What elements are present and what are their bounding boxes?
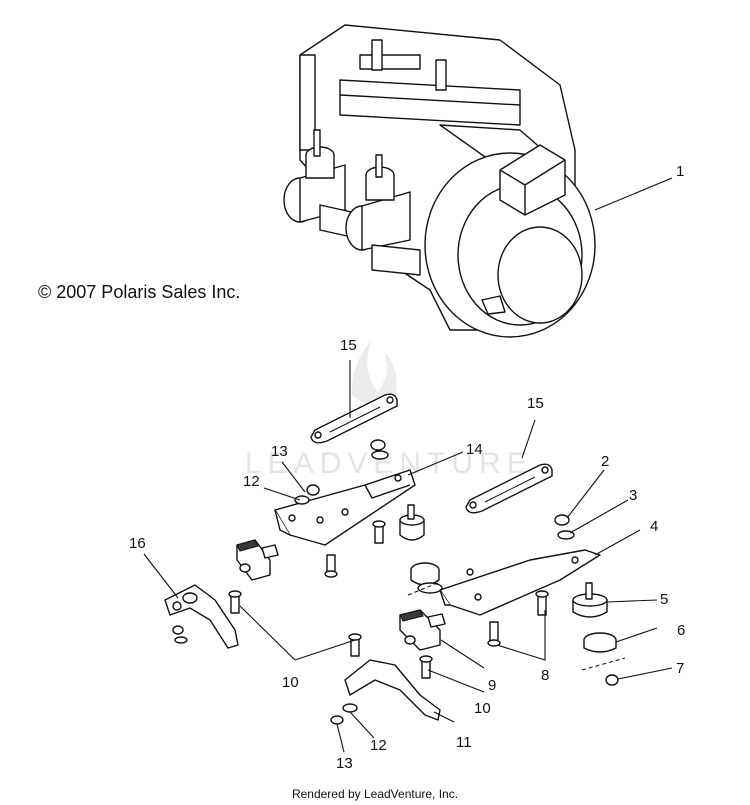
callout-7: 7 — [676, 660, 684, 677]
mount-block-center — [399, 609, 446, 651]
engine-mount-bracket-right — [439, 549, 601, 616]
callout-6: 6 — [677, 622, 685, 639]
callout-2: 2 — [601, 453, 609, 470]
bolts — [228, 520, 549, 679]
callout-12-bottom: 12 — [370, 737, 387, 754]
rubber-isolators — [399, 504, 443, 594]
callout-3: 3 — [629, 487, 637, 504]
carburetor-right — [345, 154, 421, 276]
callout-8: 8 — [541, 667, 549, 684]
callout-15-top: 15 — [340, 337, 357, 354]
copyright-notice: © 2007 Polaris Sales Inc. — [38, 282, 241, 302]
callout-13-bottom: 13 — [336, 755, 353, 772]
support-bracket-left — [164, 584, 239, 649]
callout-5: 5 — [660, 591, 668, 608]
callout-12-top: 12 — [243, 473, 260, 490]
nut-right — [605, 674, 619, 686]
callout-16: 16 — [129, 535, 146, 552]
callout-15-right: 15 — [527, 395, 544, 412]
mount-block-left — [236, 539, 279, 581]
callout-10-right: 10 — [474, 700, 491, 717]
leader-lines — [143, 177, 673, 753]
washer-large — [583, 632, 617, 653]
watermark-text: LEADVENTURE — [245, 447, 533, 480]
engine-assembly — [283, 24, 596, 338]
isolator-right — [572, 582, 608, 618]
callout-14: 14 — [466, 441, 483, 458]
hardware-top — [294, 439, 389, 505]
support-bracket-center — [330, 659, 441, 725]
torque-rod-upper — [310, 393, 398, 444]
callout-13-top: 13 — [271, 443, 288, 460]
callout-1: 1 — [676, 163, 684, 180]
callout-9: 9 — [488, 677, 496, 694]
callout-4: 4 — [650, 518, 658, 535]
callout-11: 11 — [456, 734, 472, 751]
footer-credit: Rendered by LeadVenture, Inc. — [291, 787, 459, 801]
callout-10-left: 10 — [282, 674, 299, 691]
callout-labels: 1 2 3 4 5 6 7 8 9 10 10 11 12 12 13 13 1… — [129, 163, 685, 772]
hardware-right — [554, 514, 575, 540]
torque-rod-right — [465, 463, 553, 514]
engine-mount-bracket-left — [274, 469, 416, 546]
